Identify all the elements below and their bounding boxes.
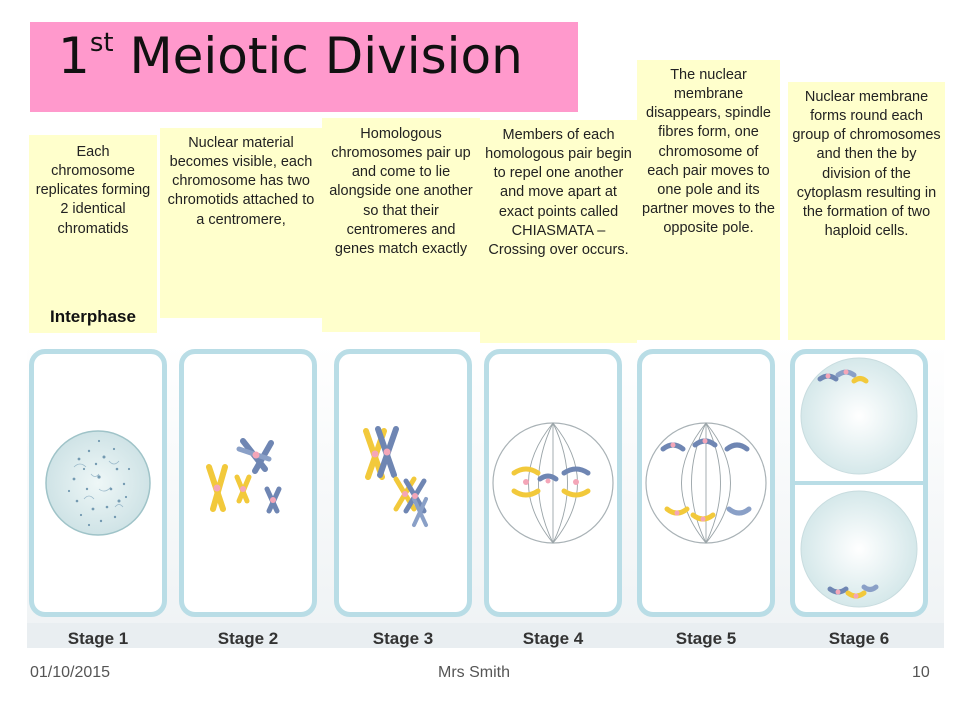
title-rest: Meiotic Division — [113, 27, 523, 85]
note-text: Members of each homologous pair begin to… — [485, 127, 632, 258]
stage-label-4: Stage 4 — [522, 629, 584, 648]
title-main: 1 — [58, 27, 90, 85]
note-stage-5: The nuclear membrane disappears, spindle… — [637, 60, 780, 340]
separation-spindle-illustration — [645, 422, 767, 544]
stage-card-3 — [334, 349, 472, 617]
page-title: 1st Meiotic Division — [58, 30, 523, 81]
footer-page-number: 10 — [912, 664, 930, 681]
note-stage-4: Members of each homologous pair begin to… — [480, 120, 637, 378]
interphase-label: Interphase — [50, 306, 136, 326]
note-text: Each chromosome replicates forming 2 ide… — [35, 144, 151, 237]
stage-label-2: Stage 2 — [217, 629, 279, 648]
stage-diagram: Stage 1 Stage 2 Stage 3 Stage 4 Stage 5 … — [27, 343, 944, 648]
footer-author: Mrs Smith — [438, 664, 510, 681]
note-text: Nuclear material becomes visible, each c… — [167, 135, 315, 228]
stage-label-3: Stage 3 — [372, 629, 434, 648]
title-superscript: st — [89, 28, 114, 58]
note-stage-3: Homologous chromosomes pair up and come … — [322, 118, 480, 332]
stage-label-1: Stage 1 — [67, 629, 129, 648]
chiasmata-spindle-illustration — [492, 422, 614, 544]
interphase-nucleus-illustration — [45, 430, 151, 536]
stage-label-5: Stage 5 — [675, 629, 737, 648]
title-banner — [30, 22, 578, 112]
stage-label-6: Stage 6 — [828, 629, 890, 648]
note-stage-6: Nuclear membrane forms round each group … — [788, 82, 945, 340]
telophase-cells-illustration — [790, 357, 928, 608]
note-text: Nuclear membrane forms round each group … — [792, 89, 941, 239]
note-text: The nuclear membrane disappears, spindle… — [642, 67, 775, 236]
prophase-chromosomes-illustration — [206, 438, 282, 514]
pairing-chromosomes-illustration — [363, 426, 428, 527]
note-stage-2: Nuclear material becomes visible, each c… — [160, 128, 322, 318]
note-text: Homologous chromosomes pair up and come … — [329, 126, 473, 257]
footer-date: 01/10/2015 — [30, 664, 111, 681]
note-stage-1: Each chromosome replicates forming 2 ide… — [29, 135, 157, 333]
stage-card-5 — [637, 349, 775, 617]
